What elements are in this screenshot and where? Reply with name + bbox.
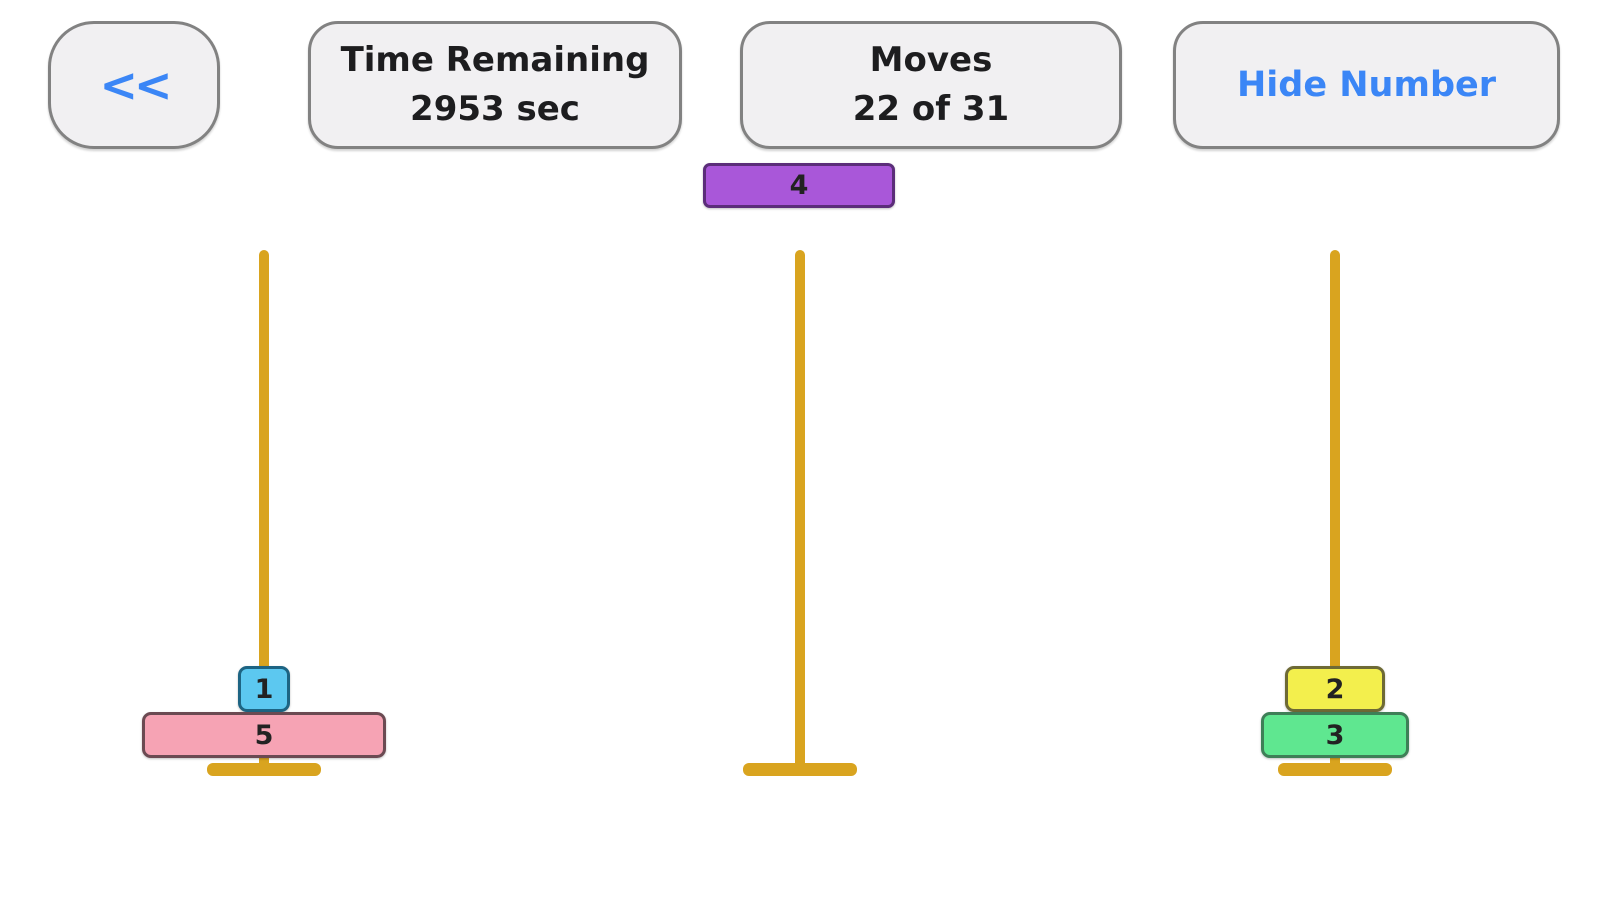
back-button[interactable]: << [48,21,220,149]
time-remaining-value: 2953 sec [410,89,580,129]
peg-left-base[interactable] [207,763,321,776]
peg-right-base[interactable] [1278,763,1392,776]
hide-number-label: Hide Number [1237,64,1496,105]
disk-4-held[interactable]: 4 [703,163,895,208]
moves-panel: Moves 22 of 31 [740,21,1122,149]
time-remaining-panel: Time Remaining 2953 sec [308,21,682,149]
disk-1[interactable]: 1 [238,666,290,712]
moves-title: Moves [869,39,993,80]
peg-left-pole[interactable] [259,250,269,770]
disk-5[interactable]: 5 [142,712,386,758]
time-remaining-title: Time Remaining [340,39,650,80]
peg-right-pole[interactable] [1330,250,1340,770]
moves-value: 22 of 31 [852,89,1010,129]
disk-2[interactable]: 2 [1285,666,1385,712]
back-button-label: << [99,57,172,112]
peg-middle-pole[interactable] [795,250,805,770]
disk-3[interactable]: 3 [1261,712,1409,758]
peg-middle-base[interactable] [743,763,857,776]
hide-number-button[interactable]: Hide Number [1173,21,1560,149]
